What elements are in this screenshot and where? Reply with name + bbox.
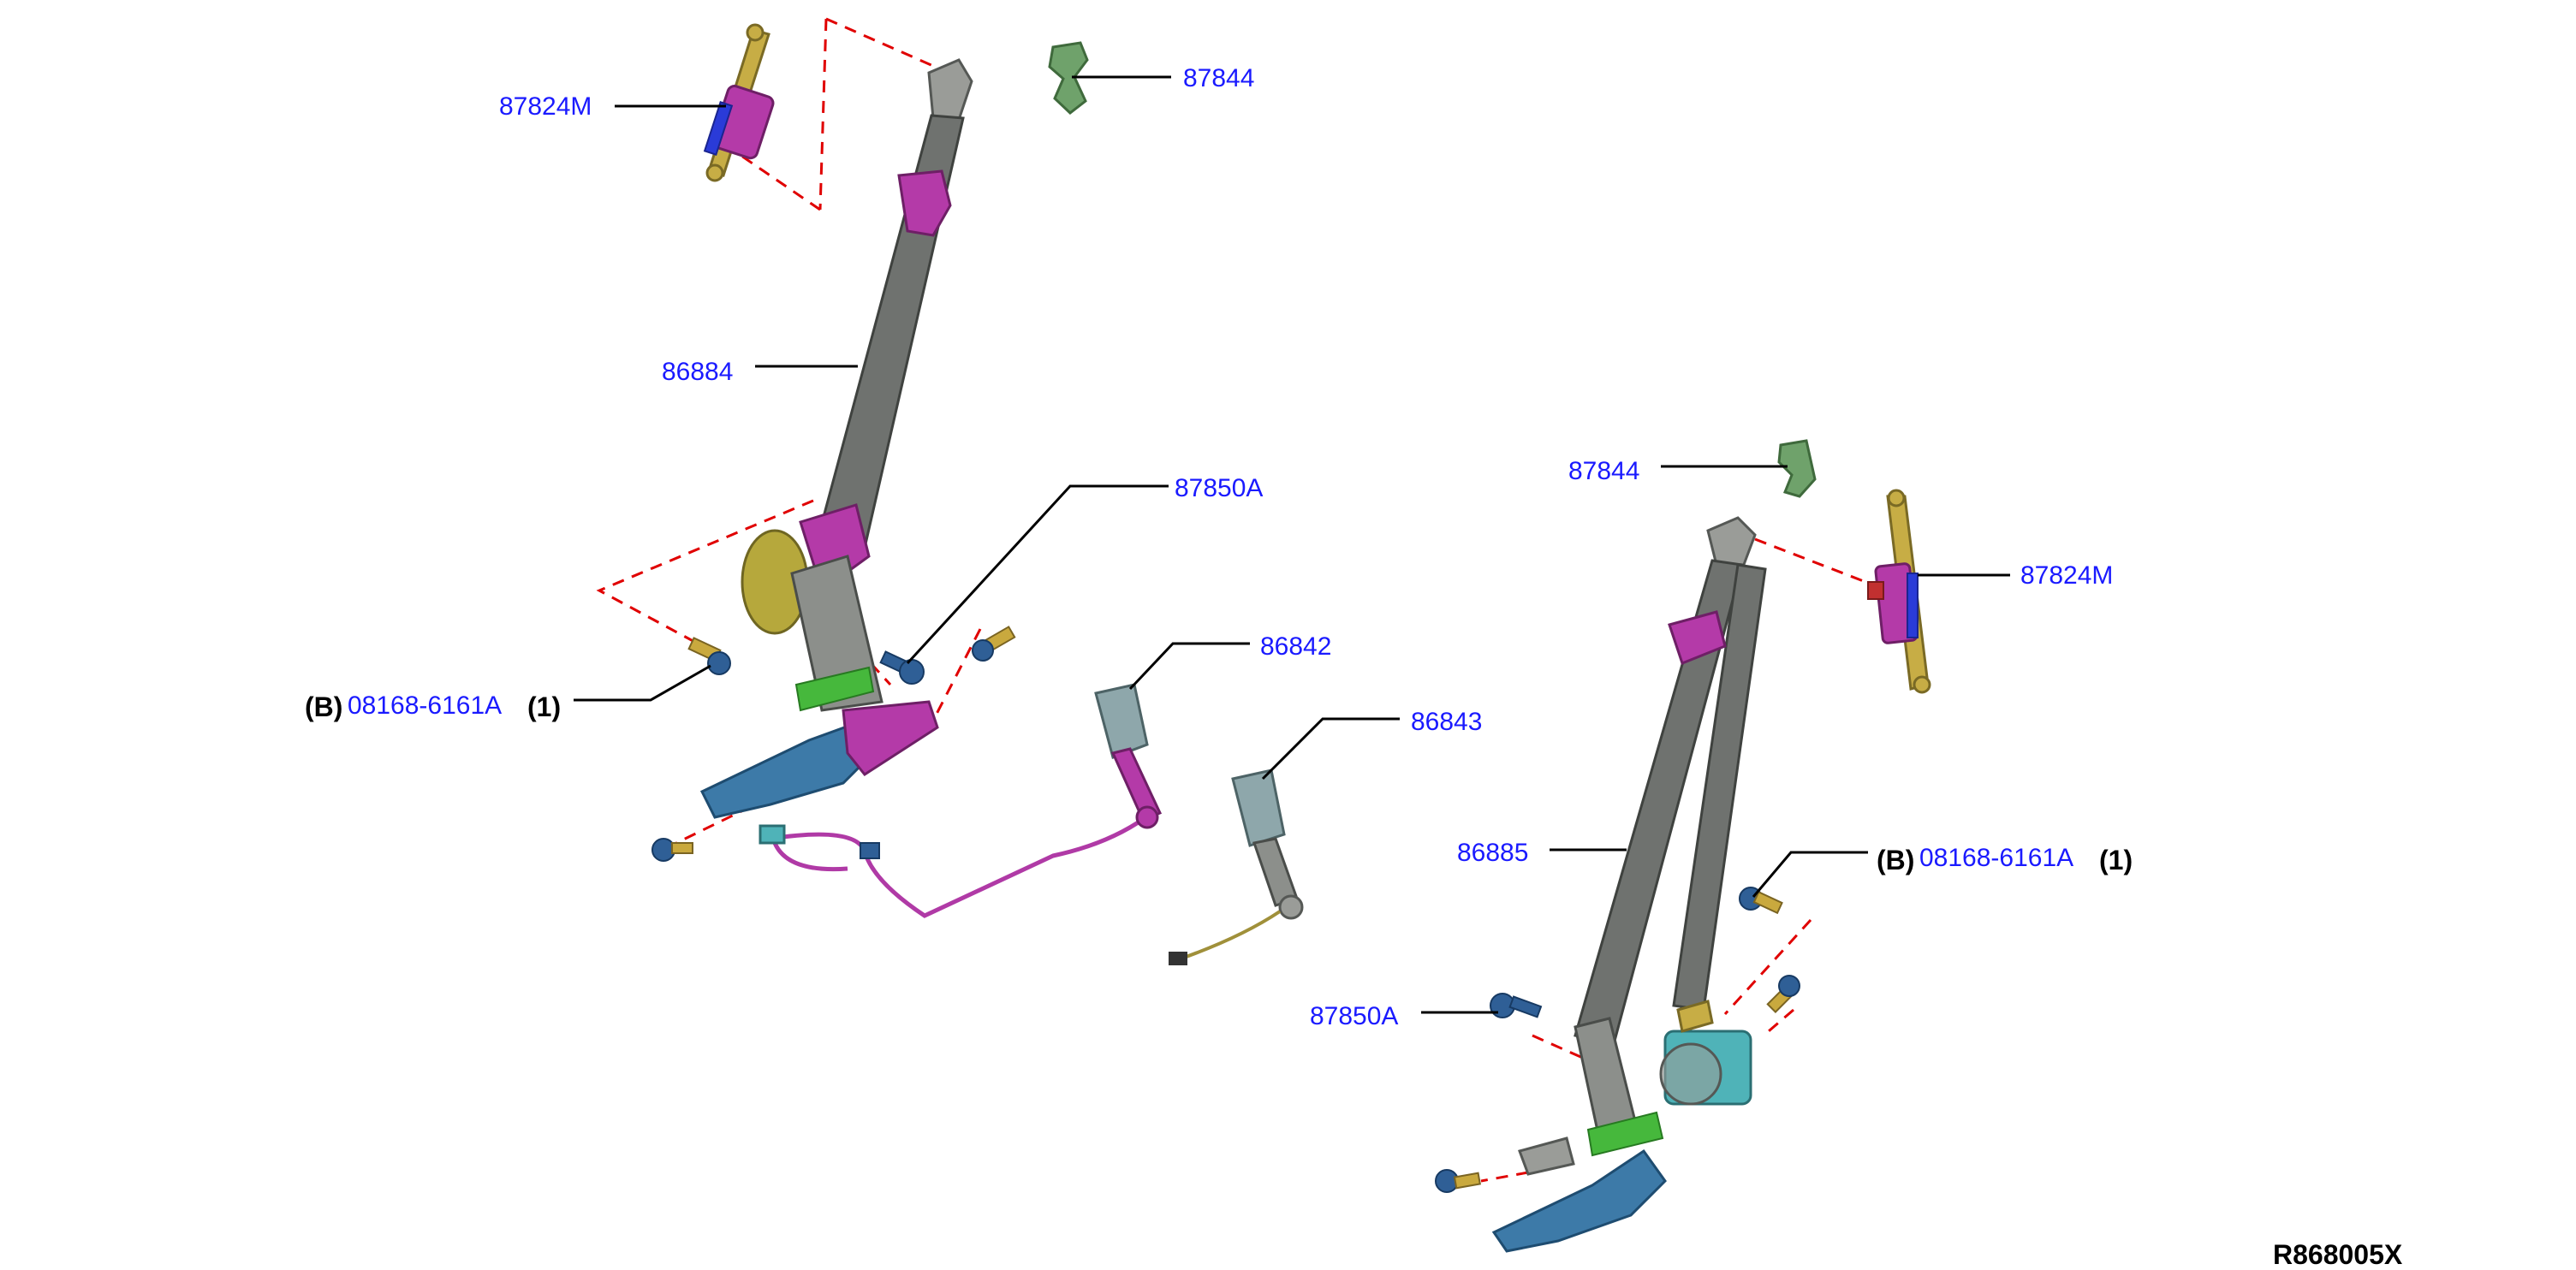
left-seat-belt-assembly	[596, 17, 1304, 965]
left-bolt-lower	[651, 838, 693, 862]
left-height-adjuster	[703, 23, 775, 182]
label-left-87824M: 87824M	[499, 92, 592, 121]
label-right-bolt-qty: (1)	[2099, 845, 2133, 875]
left-webbing-guide	[897, 169, 952, 237]
label-86842: 86842	[1260, 632, 1331, 661]
label-left-87850A: 87850A	[1175, 474, 1263, 502]
left-bolt-87850A	[879, 650, 925, 685]
right-retractor-base	[1491, 1111, 1667, 1253]
right-bolt-08168-6161A	[1739, 887, 1783, 915]
left-bolt-upper-gold	[972, 626, 1016, 662]
left-shoulder-anchor	[927, 58, 973, 122]
diagram-reference-code: R868005X	[2273, 1239, 2403, 1270]
right-webbing-guide	[1668, 610, 1727, 665]
right-seat-belt-assembly	[1435, 439, 1931, 1253]
right-belt-clip	[1777, 439, 1817, 498]
label-86843: 86843	[1411, 708, 1482, 736]
left-buckle-86843	[1169, 769, 1304, 965]
label-left-bolt-part: 08168-6161A	[348, 691, 502, 720]
label-left-bolt-qty: (1)	[527, 691, 561, 722]
leader-left-87850A	[906, 484, 1169, 665]
leader-86842	[1128, 642, 1250, 691]
right-height-adjuster	[1867, 489, 1931, 694]
right-lower-dashed-guide	[1480, 918, 1812, 1183]
right-bolt-lower	[1435, 1169, 1481, 1193]
label-left-87844: 87844	[1183, 64, 1254, 92]
label-right-bolt-part: 08168-6161A	[1919, 844, 2073, 872]
left-bolt-08168-6161A	[687, 637, 731, 675]
left-lower-dashed-guide	[596, 499, 982, 845]
label-right-87850A: 87850A	[1310, 1002, 1398, 1030]
right-retractor	[1574, 1000, 1752, 1148]
right-upper-dashed-guide	[1754, 537, 1889, 592]
label-right-87824M: 87824M	[2020, 561, 2113, 590]
right-shoulder-anchor	[1706, 516, 1757, 571]
leader-lines	[574, 75, 2010, 1014]
left-belt-clip	[1048, 41, 1089, 115]
label-right-86885: 86885	[1457, 839, 1528, 867]
label-left-bolt-mark: (B)	[305, 691, 342, 722]
part-number-labels: 87824M 87844 86884 87850A (B) 08168-6161…	[305, 64, 2403, 1270]
left-wire-harness	[759, 811, 1153, 918]
left-buckle-86842	[1094, 683, 1163, 829]
right-bolt-upper-gold	[1766, 975, 1800, 1013]
label-left-86884: 86884	[662, 358, 733, 386]
leader-left-bolt	[574, 664, 711, 702]
leader-86843	[1261, 717, 1400, 780]
label-right-bolt-mark: (B)	[1877, 845, 1914, 875]
label-right-87844: 87844	[1568, 457, 1639, 485]
right-bolt-87850A	[1490, 993, 1543, 1018]
left-retractor-base	[699, 666, 939, 819]
leader-right-bolt	[1752, 851, 1868, 898]
left-upper-dashed-guide	[735, 17, 955, 211]
